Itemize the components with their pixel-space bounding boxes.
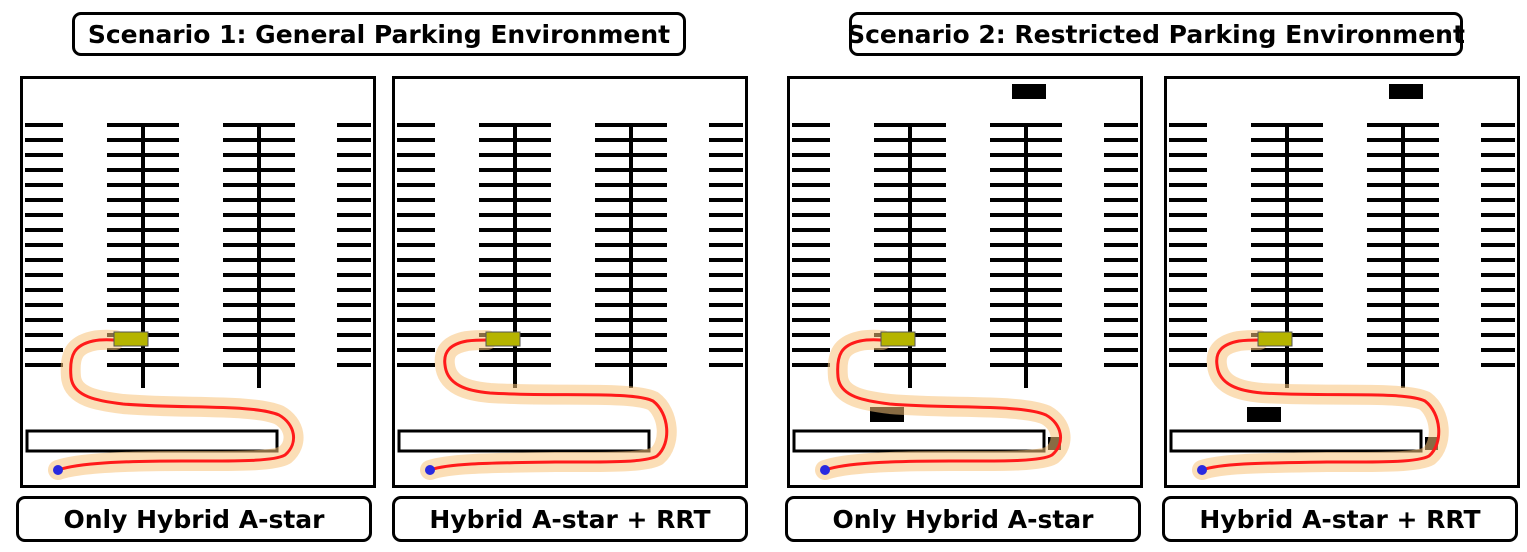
start-point [820,465,830,475]
parking-map-s2-rrt [1167,84,1515,485]
bottom-barrier [1169,429,1423,453]
bottom-barrier [792,429,1046,453]
left-wall-stalls [25,123,63,367]
parking-island-1 [479,123,551,388]
parking-map-s2-hybrid [790,84,1138,485]
left-wall-stalls [1169,123,1207,367]
parking-island-2 [990,123,1062,388]
goal-vehicle [485,331,521,347]
parking-island-2 [1367,123,1439,388]
label-s1-hybrid-text: Only Hybrid A-star [63,504,325,534]
planned-path [428,338,669,472]
label-s2-hybrid-text: Only Hybrid A-star [832,504,1094,534]
panel-s2-hybrid [787,76,1143,488]
left-wall-stalls [792,123,830,367]
label-s2-rrt: Hybrid A-star + RRT [1162,496,1518,542]
start-point [425,465,435,475]
start-point [53,465,63,475]
obstacle-top [1012,84,1046,99]
parking-island-1 [874,123,946,388]
parking-map-s1-rrt [395,123,743,485]
panel-s2-rrt [1164,76,1520,488]
right-wall-stalls [1104,123,1138,367]
panel-s1-hybrid [20,76,376,488]
panel-s1-rrt [392,76,748,488]
scenario-2-title-text: Scenario 2: Restricted Parking Environme… [847,19,1465,49]
label-s1-rrt-text: Hybrid A-star + RRT [429,504,711,534]
obstacle-top [1389,84,1423,99]
bottom-barrier [397,429,651,453]
bottom-barrier [25,429,279,453]
start-point [1197,465,1207,475]
left-wall-stalls [397,123,435,367]
scenario-2-title: Scenario 2: Restricted Parking Environme… [847,12,1465,56]
planned-path [1200,338,1441,472]
right-wall-stalls [337,123,371,367]
goal-vehicle [880,331,916,347]
scenario-1-title-text: Scenario 1: General Parking Environment [87,19,671,49]
parking-island-2 [223,123,295,388]
planned-path [56,338,295,472]
goal-vehicle [113,331,149,347]
label-s2-hybrid: Only Hybrid A-star [785,496,1141,542]
planned-path [823,338,1062,472]
right-wall-stalls [1481,123,1515,367]
parking-island-2 [595,123,667,388]
parking-map-s1-hybrid [23,123,371,485]
label-s2-rrt-text: Hybrid A-star + RRT [1199,504,1481,534]
scenario-1-title: Scenario 1: General Parking Environment [72,12,686,56]
goal-vehicle [1257,331,1293,347]
obstacle-middle [1247,407,1281,422]
label-s1-rrt: Hybrid A-star + RRT [392,496,748,542]
right-wall-stalls [709,123,743,367]
label-s1-hybrid: Only Hybrid A-star [16,496,372,542]
